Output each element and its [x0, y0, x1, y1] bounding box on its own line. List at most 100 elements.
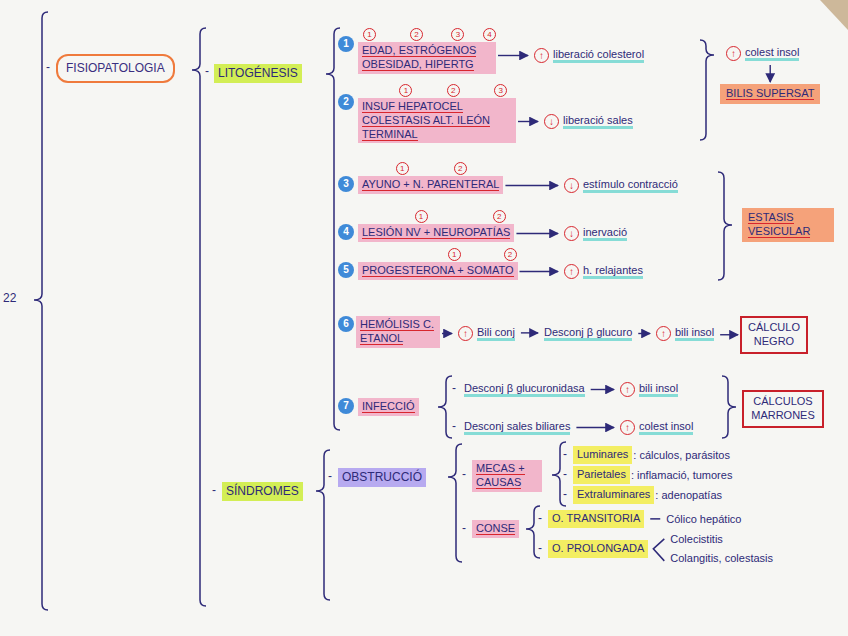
topic-box: FISIOPATOLOGIA	[56, 54, 175, 83]
list-dash: -	[538, 511, 542, 525]
cause-highlight: INSUF HEPATOCEL COLESTASIS ALT. ILEÓN TE…	[358, 98, 516, 143]
circled-arrow: ↓	[564, 226, 579, 241]
node-text: INFECCIÓ	[362, 400, 415, 413]
step-number: 6	[338, 316, 354, 332]
arrow-connector	[720, 334, 738, 335]
node-text: bili insol	[675, 326, 714, 341]
effect-text: ↓ inervació	[560, 224, 631, 243]
factor-number: 2	[410, 28, 423, 41]
node-text: LESIÓN NV + NEUROPATÍAS	[362, 226, 510, 239]
cause-highlight: AYUNO + N. PARENTERAL	[358, 176, 503, 194]
note-text: : adenopatías	[655, 488, 722, 502]
factor-number: 1	[415, 210, 428, 223]
note-text: : inflamació, tumores	[631, 468, 732, 482]
section-highlight: LITOGÉNESIS	[214, 64, 302, 83]
node-text: liberació colesterol	[553, 48, 644, 63]
curly-bracket	[722, 376, 736, 438]
node-text: O. PROLONGADA	[552, 542, 644, 554]
arrow-connector	[770, 65, 771, 82]
angle-bracket	[653, 539, 664, 561]
factor-number: 1	[396, 162, 409, 175]
node-text: OBSTRUCCIÓ	[342, 470, 422, 484]
curly-bracket	[448, 444, 462, 562]
stone-box: CÁLCULO NEGRO	[740, 316, 808, 354]
note-text: : cálculos, parásitos	[633, 448, 730, 462]
curly-bracket	[700, 40, 714, 140]
page-number: 22	[3, 291, 16, 305]
note-text: Cólico hepático	[666, 512, 741, 526]
circled-arrow: ↑	[620, 382, 635, 397]
arrow-connector	[505, 185, 558, 186]
effect-text: Desconj sales biliares	[460, 418, 574, 436]
node-text: h. relajantes	[583, 264, 643, 279]
list-dash: -	[46, 60, 50, 74]
arrow-connector	[516, 233, 558, 234]
item-highlight: Extraluminares	[573, 486, 654, 504]
step-number: 3	[338, 176, 354, 192]
node-text: CONSE	[476, 522, 515, 535]
node-text: LITOGÉNESIS	[218, 66, 298, 80]
circled-arrow: ↑	[656, 326, 671, 341]
node-text: bili insol	[639, 382, 678, 397]
factor-number: 3	[494, 84, 507, 97]
factor-number: 1	[448, 248, 461, 261]
step-number: 4	[338, 224, 354, 240]
effect-text: ↑Bili conj	[454, 324, 519, 343]
cause-highlight: EDAD, ESTRÓGENOS OBESIDAD, HIPERTG	[358, 42, 496, 74]
factor-number: 1	[399, 84, 412, 97]
factor-number: 3	[451, 28, 464, 41]
list-dash: -	[212, 483, 216, 497]
node-text: colest insol	[745, 46, 799, 61]
subsection-highlight: OBSTRUCCIÓ	[338, 468, 426, 487]
curly-bracket	[438, 376, 452, 438]
step-number: 7	[338, 398, 354, 414]
arrow-connector	[520, 271, 559, 272]
step-number: 5	[338, 262, 354, 278]
node-text: PROGESTERONA + SOMATO	[362, 264, 514, 277]
node-text: liberació sales	[563, 114, 633, 129]
item-highlight: O. PROLONGADA	[548, 540, 648, 558]
node-text: Desconj sales biliares	[464, 420, 570, 435]
effect-text: ↑ bili insol	[616, 380, 682, 399]
effect-text: Desconj β glucuronidasa	[460, 380, 589, 398]
arrow-connector	[638, 333, 650, 334]
effect-text: ↑ bili insol	[652, 324, 718, 343]
node-text: Parietales	[577, 468, 626, 480]
effect-text: ↓ estímulo contracció	[560, 176, 682, 195]
topic-highlight: CONSE	[472, 520, 519, 538]
node-text: MECAS + CAUSAS	[476, 462, 525, 489]
node-text: estímulo contracció	[583, 178, 678, 193]
factor-number: 2	[493, 210, 506, 223]
node-text: FISIOPATOLOGIA	[66, 61, 165, 75]
circled-arrow: ↑	[620, 420, 635, 435]
curly-bracket	[718, 172, 732, 280]
curly-bracket	[34, 12, 48, 610]
node-text: Desconj β glucuro	[544, 326, 632, 341]
curly-bracket	[316, 450, 330, 600]
factor-number: 2	[504, 248, 517, 261]
effect-text: Desconj β glucuro	[540, 324, 636, 342]
circled-arrow: ↓	[564, 178, 579, 193]
node-text: EDAD, ESTRÓGENOS OBESIDAD, HIPERTG	[362, 44, 476, 71]
circled-arrow: ↑	[726, 46, 741, 61]
circled-arrow: ↑	[458, 326, 473, 341]
node-text: BILIS SUPERSAT	[726, 87, 814, 100]
item-highlight: O. TRANSITORIA	[548, 510, 644, 528]
node-text: CÁLCULOS MARRONES	[751, 395, 815, 421]
node-text: O. TRANSITORIA	[552, 512, 640, 524]
factor-number: 1	[363, 28, 376, 41]
effect-text: ↑colest insol	[616, 418, 697, 437]
arrow-connector	[591, 389, 614, 390]
arrow-connector	[498, 55, 528, 56]
effect-text: ↑h. relajantes	[560, 262, 647, 281]
cause-highlight: HEMÓLISIS C. ETANOL	[356, 316, 440, 348]
cause-highlight: PROGESTERONA + SOMATO	[358, 262, 518, 280]
circled-arrow: ↓	[544, 114, 559, 129]
node-text: inervació	[583, 226, 627, 241]
curly-bracket	[526, 506, 540, 558]
node-text: Desconj β glucuronidasa	[464, 382, 585, 397]
list-dash: -	[462, 467, 466, 481]
circled-arrow: ↑	[534, 48, 549, 63]
arrow-connector	[442, 333, 452, 334]
node-text: INSUF HEPATOCEL COLESTASIS ALT. ILEÓN TE…	[362, 100, 490, 141]
